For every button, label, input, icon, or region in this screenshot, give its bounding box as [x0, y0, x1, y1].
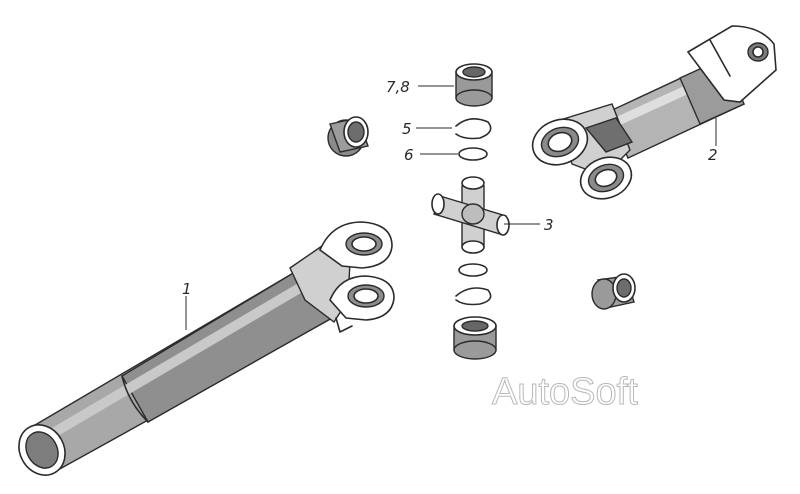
retaining-ring-part-5 — [455, 118, 492, 140]
callout-7-8: 7,8 — [386, 78, 410, 96]
callout-5: 5 — [402, 120, 412, 138]
shaft-assembly-part-2 — [531, 25, 777, 200]
callout-3: 3 — [544, 216, 554, 234]
shaft-assembly-part-1 — [18, 221, 395, 476]
bearing-cup-left — [327, 116, 369, 157]
callout-1: 1 — [182, 280, 192, 298]
seal-ring-part-6 — [458, 147, 488, 161]
bearing-cup-bottom — [453, 316, 497, 360]
seal-ring-lower — [458, 263, 488, 277]
callout-6: 6 — [404, 146, 414, 164]
universal-joint-cross-part-3 — [431, 176, 510, 254]
retaining-ring-lower — [455, 287, 492, 306]
watermark-text: AutoSoft — [492, 371, 638, 413]
bearing-cup-right — [591, 273, 636, 310]
callout-2: 2 — [708, 146, 718, 164]
bearing-cup-part-7-8 — [455, 63, 493, 107]
leader-lines — [185, 85, 717, 330]
